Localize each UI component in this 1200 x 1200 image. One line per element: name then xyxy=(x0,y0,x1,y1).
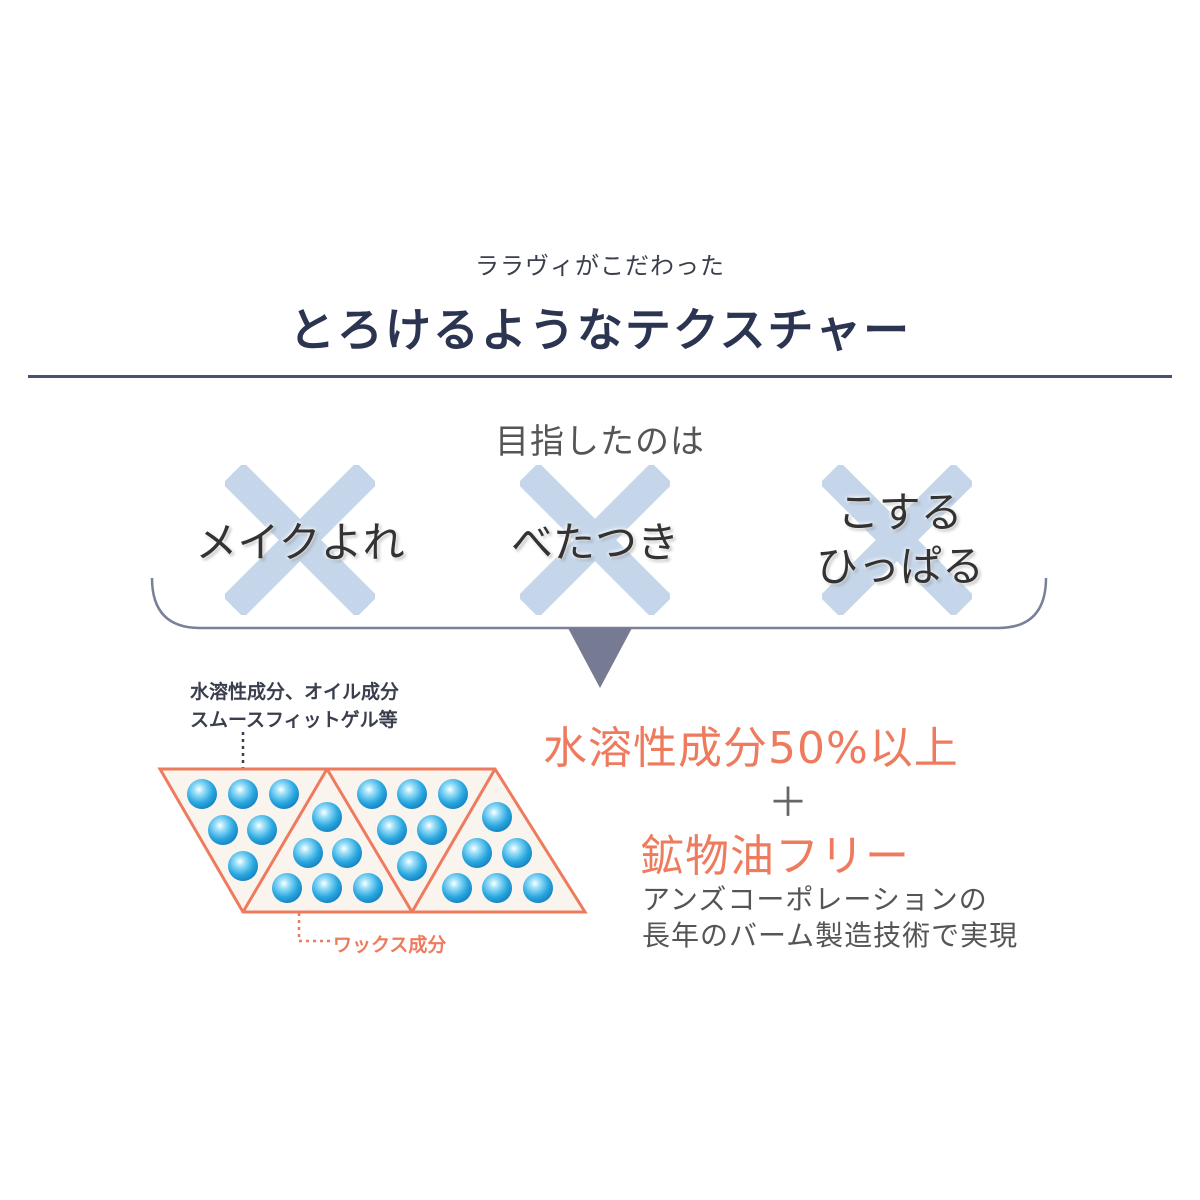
cross-icon xyxy=(225,465,375,615)
ng-item-makeup-smudge: メイクよれ xyxy=(170,516,430,570)
description-line: アンズコーポレーションの xyxy=(642,883,988,916)
water-oil-note: 水溶性成分、オイル成分 スムースフィットゲル等 xyxy=(190,678,399,734)
texture-diagram xyxy=(157,767,588,914)
ng-item-label-line2: ひっぱる xyxy=(815,542,984,591)
note-line: 水溶性成分、オイル成分 xyxy=(190,681,400,703)
wax-leader-line xyxy=(297,913,332,943)
claim-water-soluble: 水溶性成分50%以上 xyxy=(543,723,959,774)
divider xyxy=(28,375,1172,378)
ng-item-stickiness: べたつき xyxy=(475,516,715,570)
plus-icon: ＋ xyxy=(768,780,808,826)
note-line: スムースフィットゲル等 xyxy=(190,709,398,731)
ng-item-label-line1: こする xyxy=(837,488,963,537)
ng-item-rubbing-pulling: こする ひっぱる xyxy=(790,486,1010,594)
aim-label: 目指したのは xyxy=(495,422,705,462)
page-title: とろけるようなテクスチャー xyxy=(288,303,912,357)
cross-icon xyxy=(520,465,670,615)
ng-item-label: メイクよれ xyxy=(195,518,405,567)
down-arrow-icon xyxy=(568,628,632,688)
claim-mineral-oil-free: 鉱物油フリー xyxy=(640,831,910,882)
subtitle: ララヴィがこだわった xyxy=(475,252,725,280)
ng-item-label: べたつき xyxy=(510,518,679,567)
description-line: 長年のバーム製造技術で実現 xyxy=(642,919,1019,952)
claim-description: アンズコーポレーションの 長年のバーム製造技術で実現 xyxy=(642,882,1018,954)
wax-note: ワックス成分 xyxy=(333,934,447,956)
leader-dotted-line xyxy=(241,732,245,790)
cross-icon xyxy=(822,465,972,615)
